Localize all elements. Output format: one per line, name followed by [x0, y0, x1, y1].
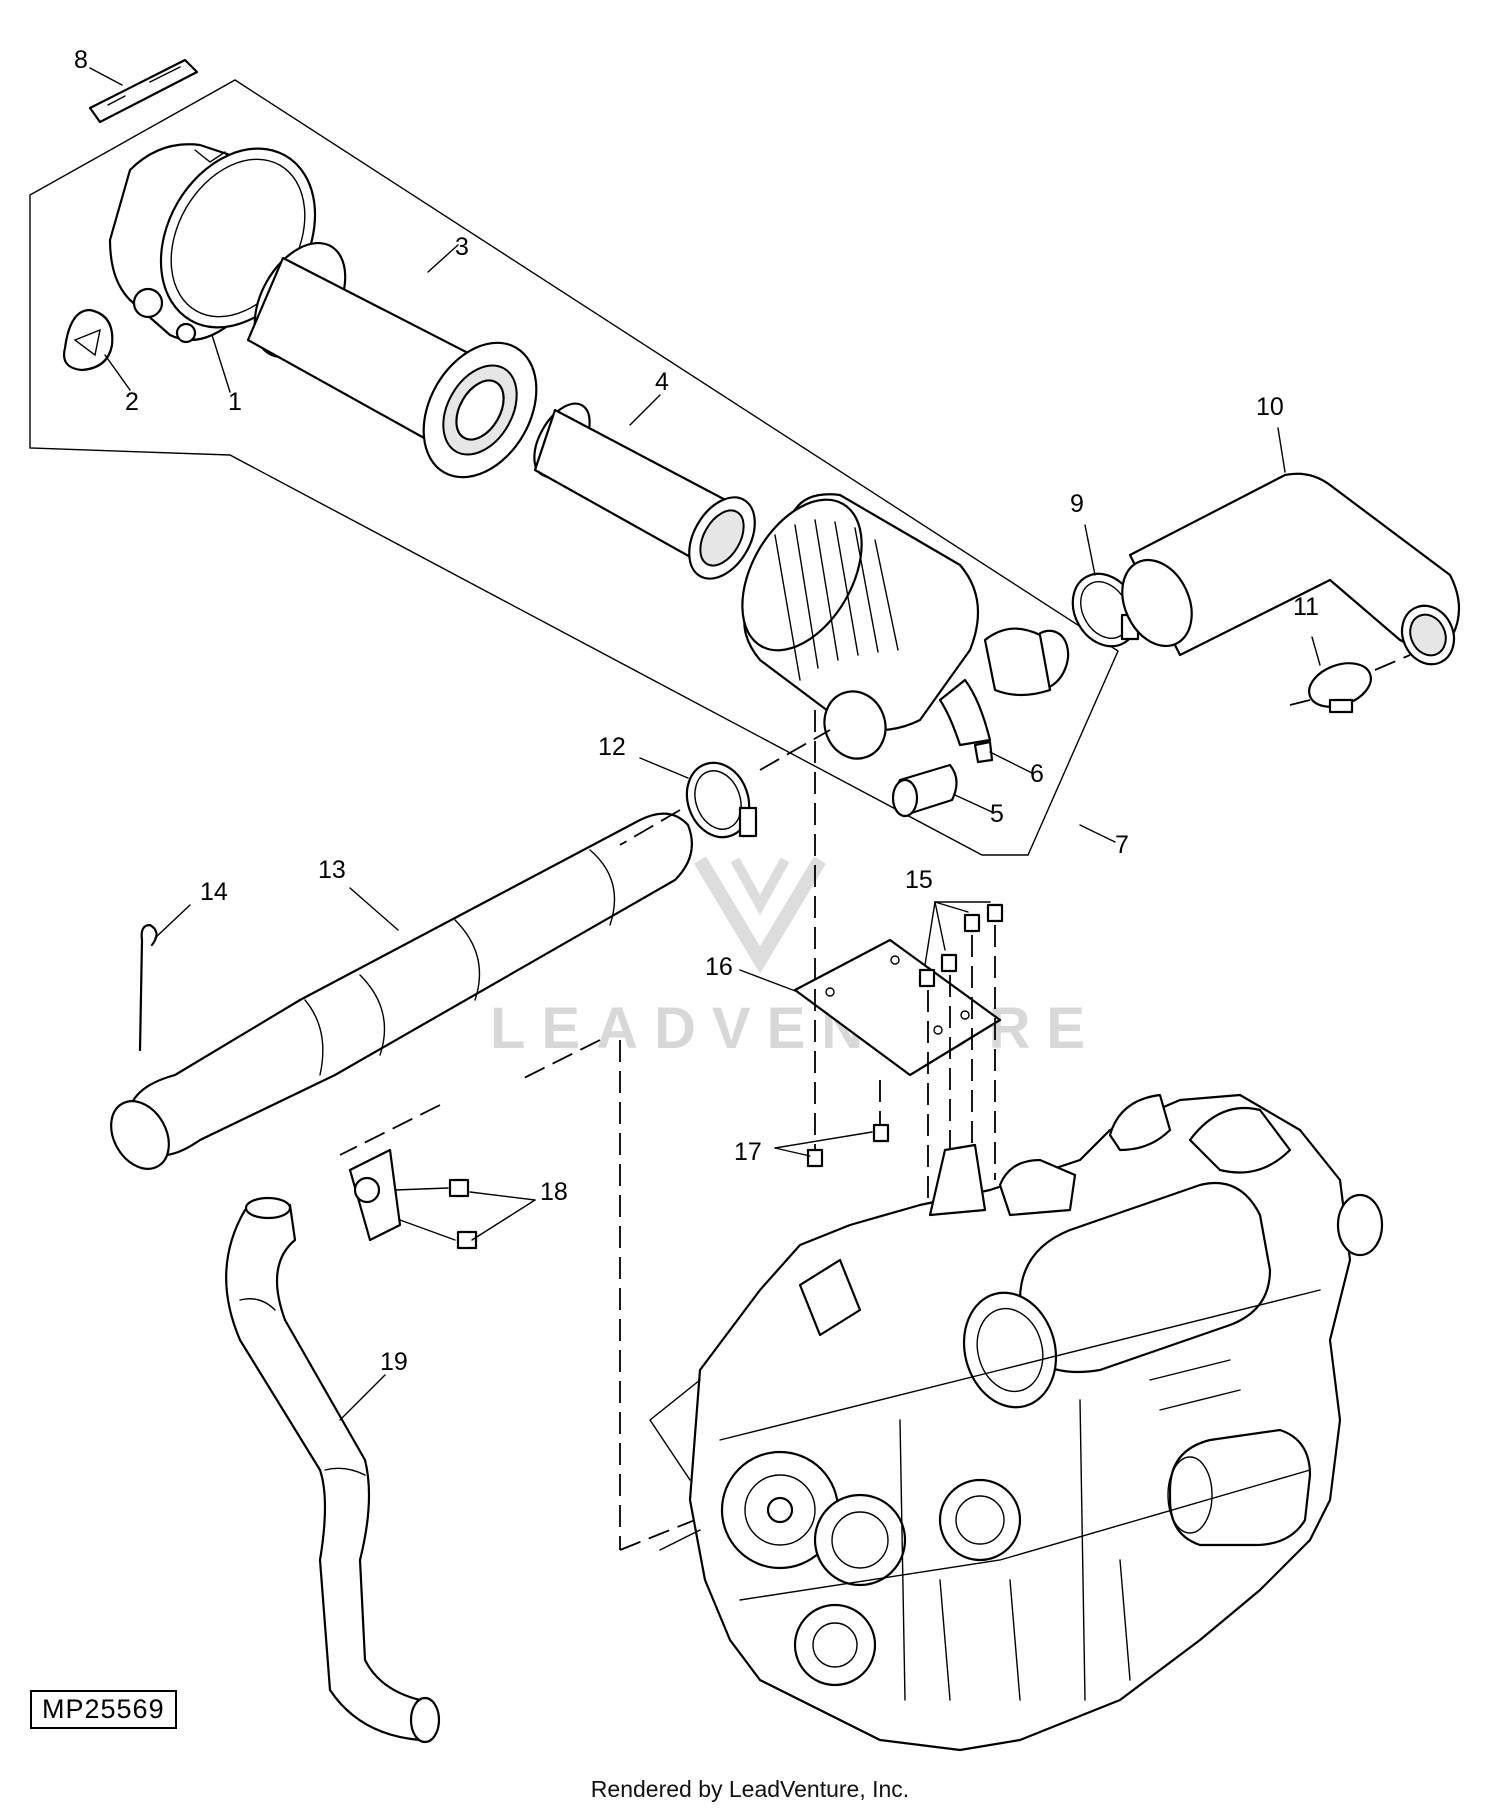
callout-3: 3 — [455, 233, 469, 261]
render-credit: Rendered by LeadVenture, Inc. — [590, 1776, 910, 1802]
callout-14: 14 — [200, 878, 228, 906]
figure-id-label: MP25569 — [30, 1690, 177, 1729]
unloader-valve — [63, 308, 114, 372]
hose-clamp-12 — [685, 729, 831, 839]
callout-13: 13 — [318, 856, 346, 884]
callout-1: 1 — [228, 388, 242, 416]
callout-6: 6 — [1030, 760, 1044, 788]
secondary-filter-element — [533, 402, 756, 580]
callout-19: 19 — [380, 1348, 408, 1376]
hose-bracket — [348, 1148, 478, 1250]
intake-hose — [1121, 472, 1460, 666]
callout-11: 11 — [1293, 593, 1319, 621]
tie-strap — [138, 923, 158, 1052]
assembly-outline — [29, 79, 1119, 856]
cap-screws-15 — [918, 903, 1004, 988]
leader-lines — [89, 67, 1321, 1421]
callout-17: 17 — [734, 1138, 762, 1166]
air-cleaner-housing — [741, 493, 1070, 760]
outlet-hose — [110, 812, 693, 1170]
callout-4: 4 — [655, 368, 669, 396]
callout-8: 8 — [74, 46, 88, 74]
watermark-text: LEADVENTURE — [490, 996, 1101, 1061]
callout-15: 15 — [905, 866, 933, 894]
mounting-plate — [793, 938, 1002, 1077]
decal — [88, 58, 199, 124]
callout-5: 5 — [990, 800, 1004, 828]
callout-18: 18 — [540, 1178, 568, 1206]
callout-10: 10 — [1256, 393, 1284, 421]
callout-9: 9 — [1070, 490, 1084, 518]
hose-clamp-11 — [1289, 654, 1411, 714]
callout-16: 16 — [705, 953, 733, 981]
primary-filter-element — [246, 241, 538, 479]
callout-numbers: 1 2 3 4 5 6 7 8 9 10 11 12 13 14 15 16 1… — [74, 46, 1319, 1376]
lower-hose — [225, 1196, 441, 1744]
engine — [649, 1093, 1384, 1752]
callout-7: 7 — [1115, 831, 1129, 859]
callout-12: 12 — [598, 733, 626, 761]
cap-screws-17 — [806, 1123, 890, 1168]
callout-2: 2 — [125, 388, 139, 416]
dust-unloader — [891, 740, 994, 818]
